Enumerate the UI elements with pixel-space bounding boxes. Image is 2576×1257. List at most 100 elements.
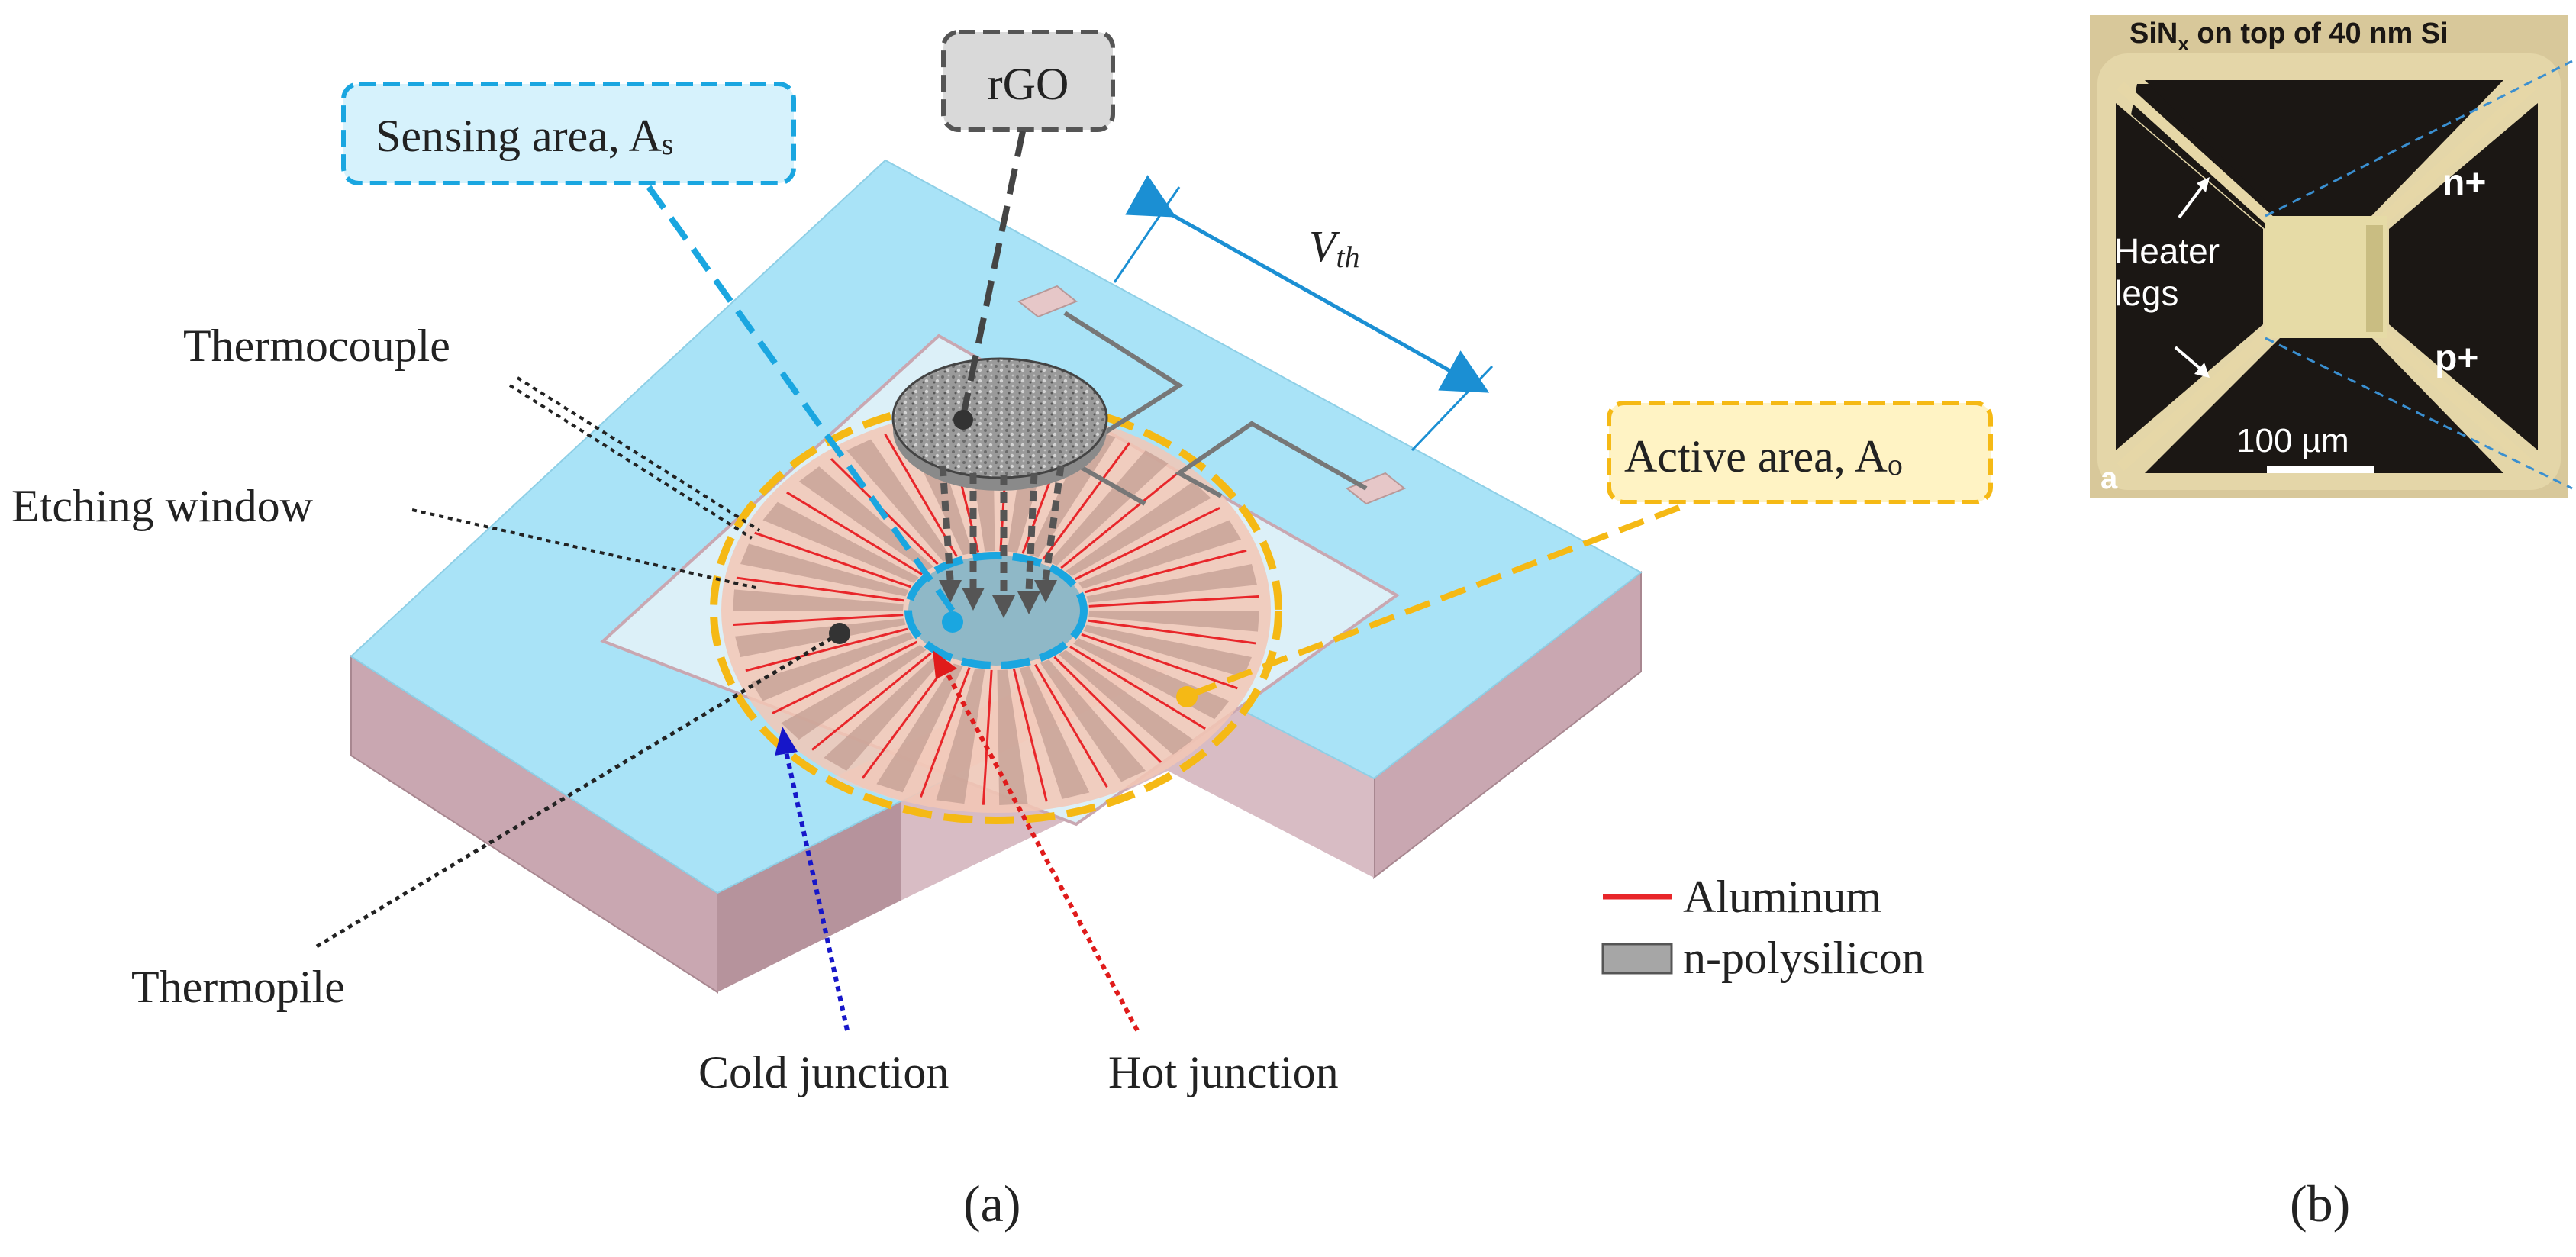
micrograph-title: SiNx on top of 40 nm Si bbox=[2129, 18, 2449, 55]
cold-junction-label: Cold junction bbox=[698, 1047, 949, 1097]
aluminum-strip bbox=[1088, 619, 1256, 645]
sensing-area-callout: Sensing area, As bbox=[341, 82, 963, 633]
substrate-front-side bbox=[717, 801, 901, 992]
aluminum-strip bbox=[1084, 549, 1247, 594]
thermopile-callout: Thermopile bbox=[131, 623, 850, 1012]
rgo-disc bbox=[891, 357, 1108, 479]
contact-pad-left bbox=[1017, 285, 1078, 318]
polysilicon-strip bbox=[1066, 481, 1211, 576]
polysilicon-strip bbox=[1088, 611, 1259, 632]
caption-a: (a) bbox=[963, 1175, 1020, 1233]
polysilicon-strip bbox=[1049, 450, 1169, 566]
polysilicon-strip bbox=[750, 632, 914, 701]
vth-label: Vth bbox=[1309, 221, 1360, 274]
micrograph: SiNx on top of 40 nm Si n+ p+ Heater leg… bbox=[2090, 15, 2573, 498]
polysilicon-strip bbox=[798, 466, 934, 572]
aluminum-strip bbox=[1088, 595, 1259, 608]
aluminum-strip bbox=[1069, 646, 1206, 730]
polysilicon-strip bbox=[733, 589, 904, 611]
aluminum-strip bbox=[1012, 669, 1048, 802]
caption-b: (b) bbox=[2290, 1175, 2350, 1233]
polysilicon-strip bbox=[1040, 659, 1146, 782]
polysilicon-strip bbox=[936, 668, 985, 804]
sensing-area-box bbox=[341, 82, 796, 185]
device-3d bbox=[350, 159, 1643, 994]
hot-junction-label: Hot junction bbox=[1108, 1047, 1339, 1097]
wire-left bbox=[1060, 311, 1184, 506]
polysilicon-strip bbox=[1078, 520, 1242, 589]
thermopile-label: Thermopile bbox=[131, 962, 345, 1012]
aluminum-strip bbox=[1042, 442, 1131, 560]
aluminum-strip bbox=[745, 627, 908, 672]
aluminum-strip bbox=[1053, 656, 1162, 763]
p-plus-label: p+ bbox=[2435, 338, 2478, 379]
aluminum-strip bbox=[786, 491, 923, 575]
n-plus-label: n+ bbox=[2442, 163, 2486, 203]
hot-junction-callout: Hot junction bbox=[933, 650, 1339, 1097]
sensing-area bbox=[904, 552, 1088, 669]
polysilicon-strip bbox=[762, 501, 919, 583]
aluminum-strip bbox=[1074, 507, 1220, 581]
aluminum-strip bbox=[754, 531, 911, 588]
etching-window-label: Etching window bbox=[11, 481, 314, 531]
quadrant-left bbox=[2116, 103, 2263, 450]
polysilicon-strip bbox=[846, 439, 953, 562]
rgo-box bbox=[941, 30, 1115, 132]
polysilicon-strip bbox=[735, 618, 906, 658]
quadrant-bottom bbox=[2145, 336, 2503, 473]
contact-pad-right bbox=[1346, 472, 1406, 505]
sensing-area-label: Sensing area, As bbox=[376, 111, 674, 161]
cold-junction-callout: Cold junction bbox=[698, 727, 949, 1097]
active-area-callout: Active area, Ao bbox=[1176, 401, 1993, 707]
heater-legs bbox=[2117, 81, 2536, 472]
aluminum-strip bbox=[1034, 663, 1108, 788]
rgo-callout: rGO bbox=[941, 30, 1115, 430]
active-area-box bbox=[1607, 401, 1993, 504]
center-membrane-edge bbox=[2366, 225, 2383, 332]
aluminum-strip bbox=[733, 614, 904, 626]
n-polysilicon-swatch bbox=[1601, 943, 1673, 975]
aluminum-strip bbox=[1081, 633, 1238, 690]
heat-flow-arrows bbox=[939, 465, 1065, 595]
aluminum-strip bbox=[982, 669, 993, 805]
active-area-label: Active area, Ao bbox=[1624, 431, 1903, 482]
thermopile-dot bbox=[829, 623, 850, 644]
polysilicon-strip bbox=[781, 645, 927, 740]
polysilicon-strip bbox=[740, 543, 909, 597]
sensing-area-dot bbox=[942, 611, 963, 633]
aluminum-label: Aluminum bbox=[1683, 872, 1881, 922]
quadrant-top bbox=[2145, 80, 2503, 218]
heater-legs-line2: legs bbox=[2114, 273, 2178, 313]
polysilicon-strip bbox=[1083, 624, 1252, 678]
aluminum-strip bbox=[811, 652, 932, 751]
polysilicon-strip bbox=[1086, 563, 1257, 603]
aluminum-strip bbox=[1060, 470, 1181, 569]
active-area-dot bbox=[1176, 686, 1198, 707]
vth-dimension: Vth bbox=[1113, 175, 1494, 452]
aluminum-strip bbox=[772, 640, 918, 714]
thermocouple-label: Thermocouple bbox=[183, 321, 450, 371]
legend: Aluminum n-polysilicon bbox=[1601, 872, 1925, 983]
heater-legs-line1: Heater bbox=[2114, 231, 2220, 271]
aluminum-strip bbox=[861, 661, 950, 779]
scale-bar bbox=[2267, 466, 2374, 473]
etching-window-callout: Etching window bbox=[11, 481, 756, 589]
polysilicon-strip bbox=[1019, 666, 1090, 799]
heat-flow-arrowheads bbox=[939, 580, 1057, 618]
aluminum-strip bbox=[736, 576, 904, 602]
polysilicon-strip bbox=[876, 663, 963, 793]
polysilicon-strip bbox=[997, 669, 1028, 805]
rgo-label: rGO bbox=[988, 59, 1069, 109]
scale-bar-label: 100 µm bbox=[2236, 422, 2349, 459]
quadrant-right bbox=[2389, 103, 2538, 450]
n-polysilicon-label: n-polysilicon bbox=[1683, 933, 1925, 983]
polysilicon-strip bbox=[1058, 649, 1194, 755]
thermocouple-callout: Thermocouple bbox=[183, 321, 761, 540]
rgo-dot bbox=[953, 410, 973, 430]
micrograph-corner-label: a bbox=[2100, 462, 2118, 495]
wire-right bbox=[1175, 421, 1368, 498]
aluminum-strip bbox=[919, 667, 971, 798]
polysilicon-strip bbox=[824, 656, 943, 771]
